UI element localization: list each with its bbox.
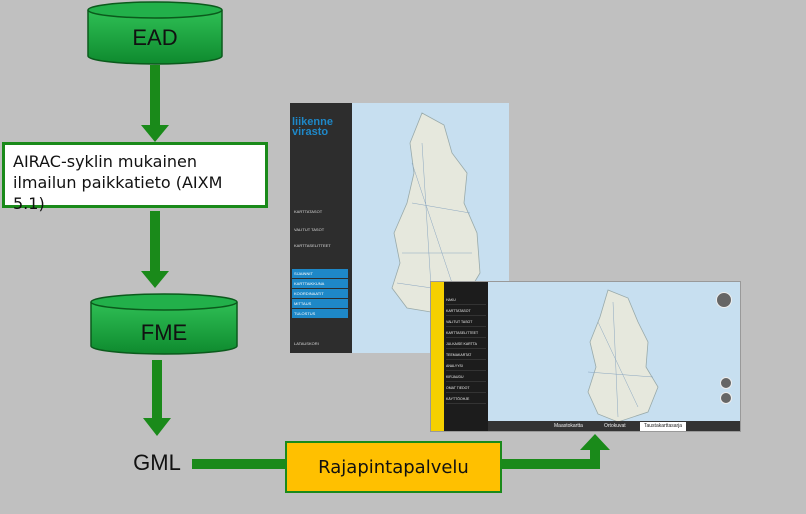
menu-item[interactable]: HAKU bbox=[446, 296, 486, 305]
arrow-rajapinta-to-screens bbox=[502, 434, 610, 469]
tab-ortokuvat[interactable]: Ortokuvat bbox=[604, 423, 626, 429]
menu-item[interactable]: TEEMAKARTAT bbox=[446, 351, 486, 360]
tool-button[interactable]: KARTTAIKKUNA bbox=[292, 279, 348, 288]
menu-item[interactable]: KARTTASELITTEET bbox=[446, 329, 486, 338]
menu-item[interactable]: JULKAISE KARTTA bbox=[446, 340, 486, 349]
rajapintapalvelu-box: Rajapintapalvelu bbox=[285, 441, 502, 493]
menu-item[interactable]: KARTTATASOT bbox=[294, 209, 323, 214]
airac-box: AIRAC-syklin mukainen ilmailun paikkatie… bbox=[2, 142, 268, 213]
map-screenshot-1: liikenne virasto KARTTATASOT VALITUT TAS… bbox=[290, 103, 509, 353]
basemap-tabs: Maastokartta Ortokuvat Taustakarttasarja bbox=[488, 421, 740, 431]
toolbar-yellow bbox=[431, 282, 444, 431]
tool-button[interactable]: SIJAINNIT bbox=[292, 269, 348, 278]
menu-item[interactable]: KIRJAUDU bbox=[446, 373, 486, 382]
compass-icon[interactable] bbox=[716, 292, 732, 308]
tool-button[interactable]: TULOSTUS bbox=[292, 309, 348, 318]
menu-item[interactable]: VALITUT TASOT bbox=[446, 318, 486, 327]
menu-item[interactable]: VALITUT TASOT bbox=[294, 227, 325, 232]
zoom-icon[interactable] bbox=[720, 377, 732, 389]
arrows bbox=[141, 65, 610, 469]
menu-item[interactable]: KARTTASELITTEET bbox=[294, 243, 331, 248]
tool-button[interactable]: KOORDINAATIT bbox=[292, 289, 348, 298]
finland-map-2 bbox=[488, 282, 740, 431]
menu-item[interactable]: LATAUSKORI bbox=[294, 341, 319, 346]
tool-button[interactable]: MITTAUS bbox=[292, 299, 348, 308]
menu-item[interactable]: OMAT TIEDOT bbox=[446, 384, 486, 393]
sidebar-1: liikenne virasto KARTTATASOT VALITUT TAS… bbox=[290, 103, 352, 353]
logo-1: liikenne virasto bbox=[292, 116, 333, 138]
arrow-gml-to-rajapinta bbox=[192, 459, 285, 469]
menu-item[interactable]: KARTTATASOT bbox=[446, 307, 486, 316]
locate-icon[interactable] bbox=[720, 392, 732, 404]
arrow-ead-to-airac bbox=[150, 65, 160, 127]
tab-taustakarttasarja[interactable]: Taustakarttasarja bbox=[640, 422, 687, 431]
arrow-airac-to-fme bbox=[150, 211, 160, 273]
sidebar-2: HAKU KARTTATASOT VALITUT TASOT KARTTASEL… bbox=[444, 282, 488, 431]
fme-cylinder bbox=[90, 293, 238, 355]
gml-label: GML bbox=[133, 450, 181, 475]
fme-label: FME bbox=[140, 320, 188, 345]
menu-item[interactable]: ANALYYSI bbox=[446, 362, 486, 371]
menu-item[interactable]: KÄYTTÖOHJE bbox=[446, 395, 486, 404]
tab-maastokartta[interactable]: Maastokartta bbox=[554, 423, 583, 429]
ead-cylinder bbox=[87, 1, 223, 65]
arrow-fme-to-gml bbox=[152, 360, 162, 420]
map-screenshot-2: HAKU KARTTATASOT VALITUT TASOT KARTTASEL… bbox=[430, 281, 741, 432]
ead-label: EAD bbox=[132, 25, 178, 50]
